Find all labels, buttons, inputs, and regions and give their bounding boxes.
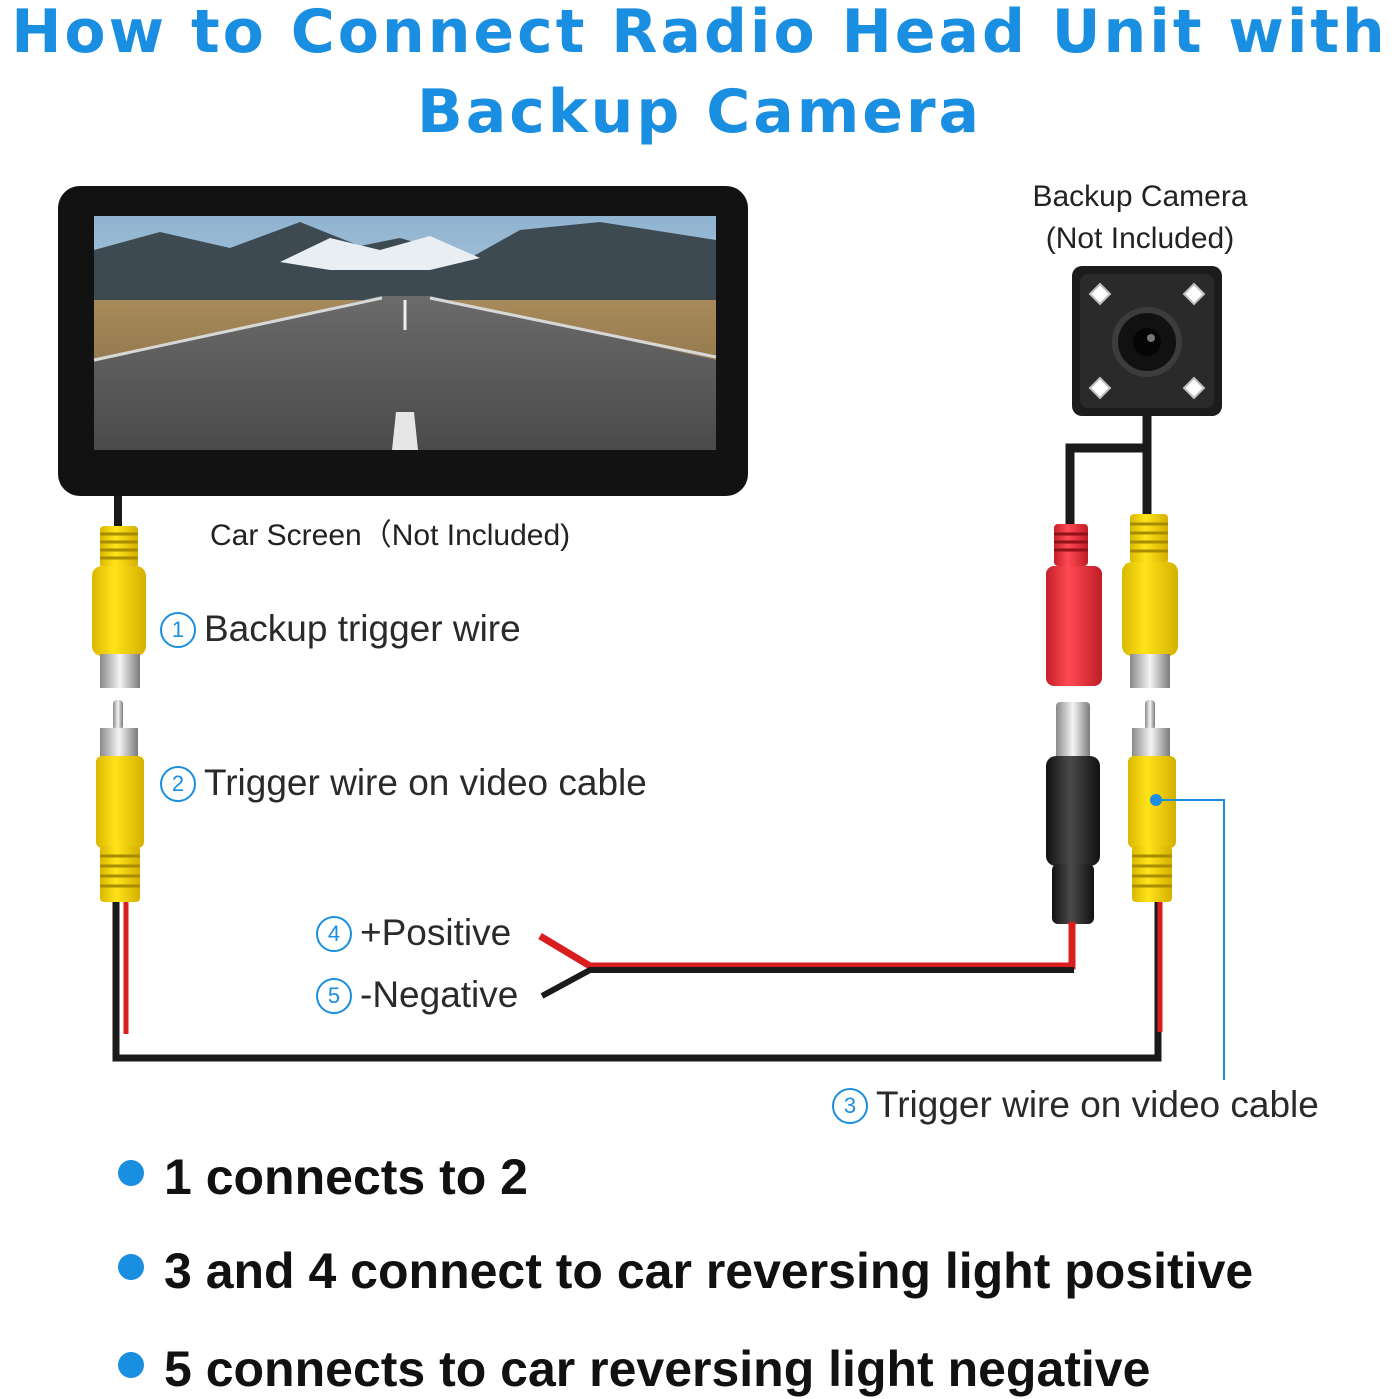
instruction-text: 1 connects to 2 [164, 1149, 528, 1205]
step-number-badge: 5 [316, 978, 352, 1014]
video-cable [112, 902, 1163, 1062]
backup-trigger-connector [92, 496, 146, 688]
power-wires [538, 922, 1076, 999]
page-title-line-2: Backup Camera [416, 77, 983, 147]
label-3-pointer [1162, 799, 1225, 1080]
car-screen [58, 186, 748, 496]
instruction-text: 3 and 4 connect to car reversing light p… [164, 1243, 1254, 1299]
backup-camera [1065, 266, 1222, 530]
camera-power-connector [1046, 524, 1102, 686]
step-text: Trigger wire on video cable [876, 1084, 1319, 1125]
step-number-badge: 4 [316, 916, 352, 952]
camera-video-connector [1122, 514, 1178, 688]
step-number-badge: 3 [832, 1088, 868, 1124]
bullet-dot-icon [118, 1254, 144, 1280]
dc-power-plug [1046, 702, 1100, 924]
step-number-badge: 1 [160, 612, 196, 648]
video-trigger-connector-right [1128, 700, 1176, 902]
step-text: Backup trigger wire [204, 608, 521, 649]
page-title-line-1: How to Connect Radio Head Unit with [11, 0, 1388, 67]
step-5-label: 5-Negative [316, 974, 518, 1016]
step-text: Trigger wire on video cable [204, 762, 647, 803]
step-4-label: 4+Positive [316, 912, 511, 954]
car-screen-label: Car Screen（Not Included) [210, 519, 571, 552]
camera-label-line-2: (Not Included) [1045, 222, 1235, 255]
step-number-badge: 2 [160, 766, 196, 802]
bullet-dot-icon [118, 1352, 144, 1378]
instruction-text: 5 connects to car reversing light negati… [164, 1341, 1151, 1397]
step-text: -Negative [360, 974, 519, 1015]
step-text: +Positive [360, 912, 512, 953]
video-trigger-connector-left [96, 700, 144, 902]
bullet-dot-icon [118, 1160, 144, 1186]
camera-label-line-1: Backup Camera [1032, 180, 1248, 213]
